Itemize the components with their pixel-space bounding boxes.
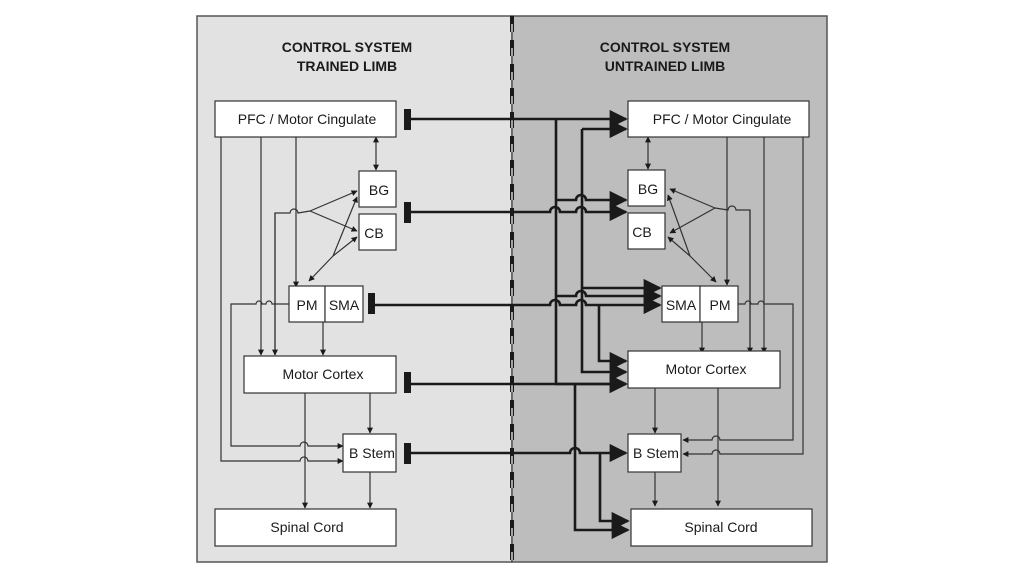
left-box-motor-cortex: Motor Cortex bbox=[243, 355, 397, 394]
left-box-spinal-cord: Spinal Cord bbox=[214, 508, 397, 547]
left-box-cb: CB bbox=[358, 213, 397, 251]
right-box-spinal-cord: Spinal Cord bbox=[630, 508, 813, 547]
right-box-bg: BG bbox=[627, 169, 666, 207]
cross-hemisphere-links bbox=[375, 109, 662, 540]
right-pm-label: PM bbox=[710, 297, 731, 313]
left-bstem-label: B Stem bbox=[349, 445, 395, 461]
right-box-motor-cortex: Motor Cortex bbox=[627, 350, 781, 389]
right-spinal-cord-label: Spinal Cord bbox=[684, 519, 757, 535]
left-title-line2: TRAINED LIMB bbox=[297, 58, 397, 74]
right-box-pm: PM bbox=[699, 285, 739, 323]
right-sma-label: SMA bbox=[666, 297, 697, 313]
left-connections bbox=[220, 136, 379, 509]
left-pm-label: PM bbox=[297, 297, 318, 313]
right-bstem-label: B Stem bbox=[633, 445, 679, 461]
left-box-bstem: B Stem bbox=[342, 433, 397, 473]
right-title-line2: UNTRAINED LIMB bbox=[605, 58, 726, 74]
left-title-line1: CONTROL SYSTEM bbox=[282, 39, 412, 55]
right-connections bbox=[645, 136, 804, 507]
right-box-bstem: B Stem bbox=[627, 433, 682, 473]
right-box-cb: CB bbox=[627, 212, 666, 250]
left-box-bg: BG bbox=[358, 170, 397, 208]
left-box-pm: PM bbox=[288, 285, 326, 323]
right-box-pfc: PFC / Motor Cingulate bbox=[627, 100, 810, 138]
left-box-pfc: PFC / Motor Cingulate bbox=[214, 100, 397, 138]
left-motor-cortex-label: Motor Cortex bbox=[283, 366, 364, 382]
left-cb-label: CB bbox=[364, 225, 383, 241]
right-motor-cortex-label: Motor Cortex bbox=[666, 361, 747, 377]
left-box-sma: SMA bbox=[324, 285, 364, 323]
left-sma-label: SMA bbox=[329, 297, 360, 313]
left-bg-label: BG bbox=[369, 182, 389, 198]
left-spinal-cord-label: Spinal Cord bbox=[270, 519, 343, 535]
right-cb-label: CB bbox=[632, 224, 651, 240]
inhibition-bars bbox=[368, 109, 411, 464]
right-pfc-label: PFC / Motor Cingulate bbox=[653, 111, 792, 127]
left-pfc-label: PFC / Motor Cingulate bbox=[238, 111, 377, 127]
right-title-line1: CONTROL SYSTEM bbox=[600, 39, 730, 55]
right-bg-label: BG bbox=[638, 181, 658, 197]
right-box-sma: SMA bbox=[661, 285, 701, 323]
